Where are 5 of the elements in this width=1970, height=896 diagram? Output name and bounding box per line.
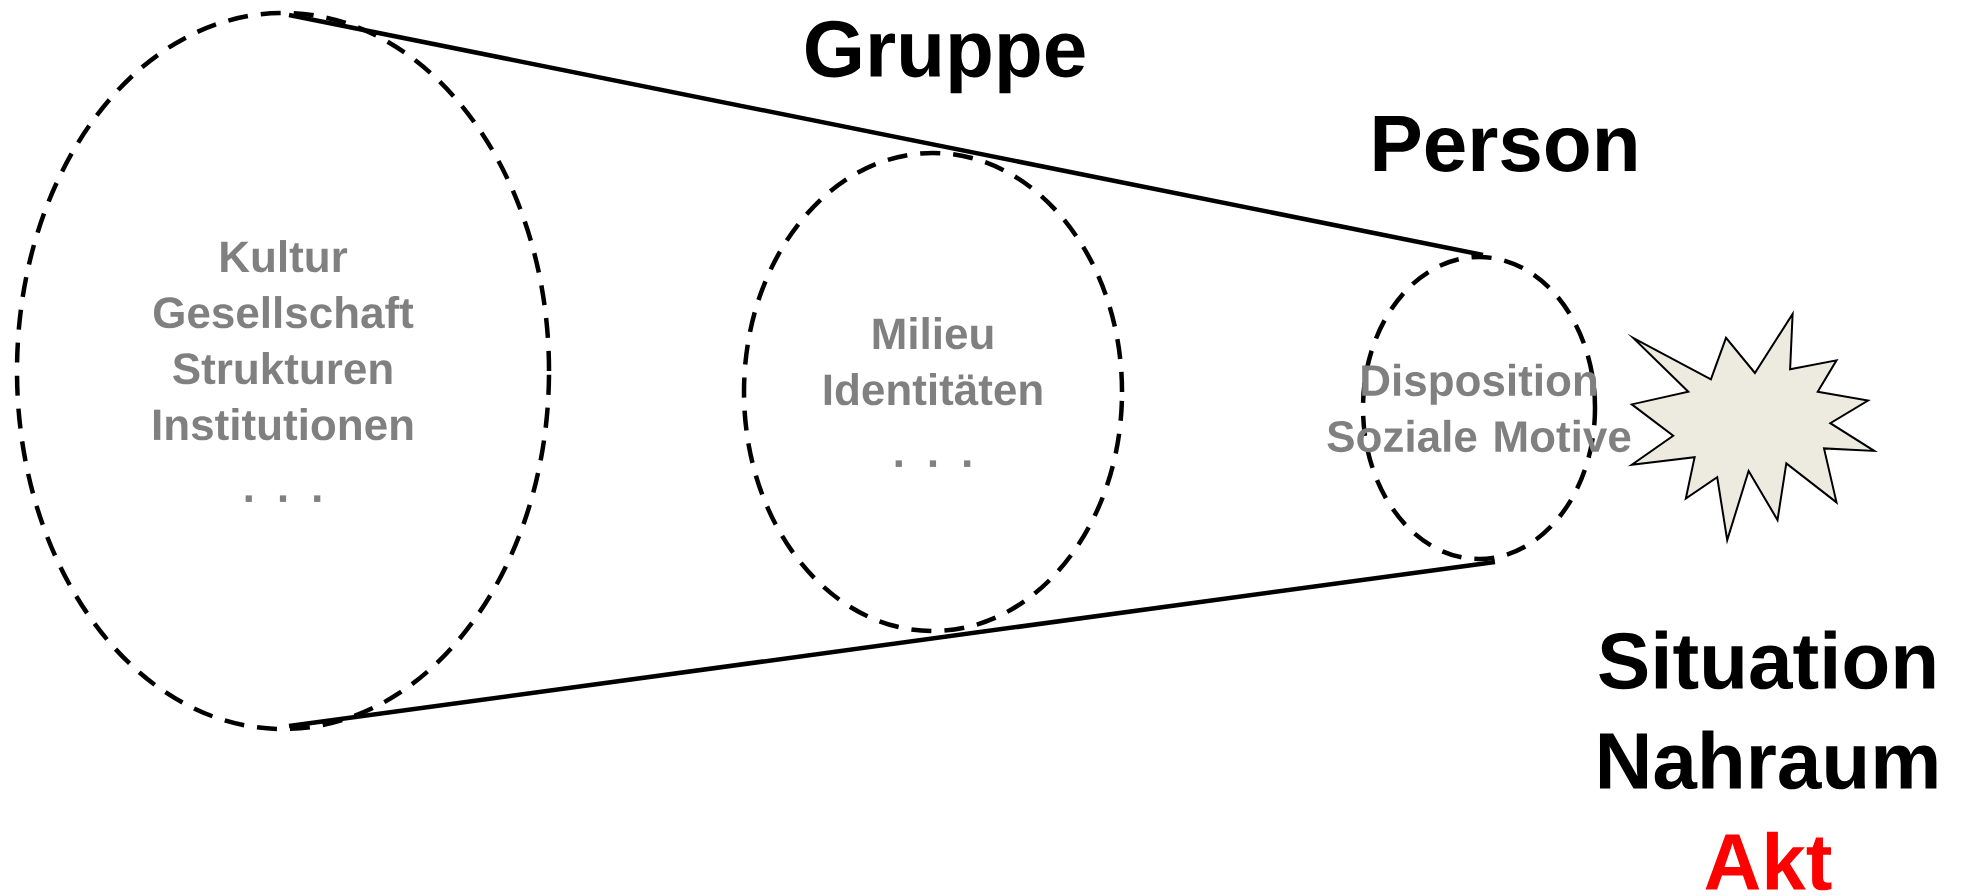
heading-label: Akt xyxy=(1705,831,1832,891)
heading-label: Situation xyxy=(1599,630,1935,690)
heading-label: Gruppe xyxy=(806,20,1085,94)
heading-label: Person xyxy=(1374,116,1636,172)
heading-label: Nahraum xyxy=(1600,730,1937,790)
